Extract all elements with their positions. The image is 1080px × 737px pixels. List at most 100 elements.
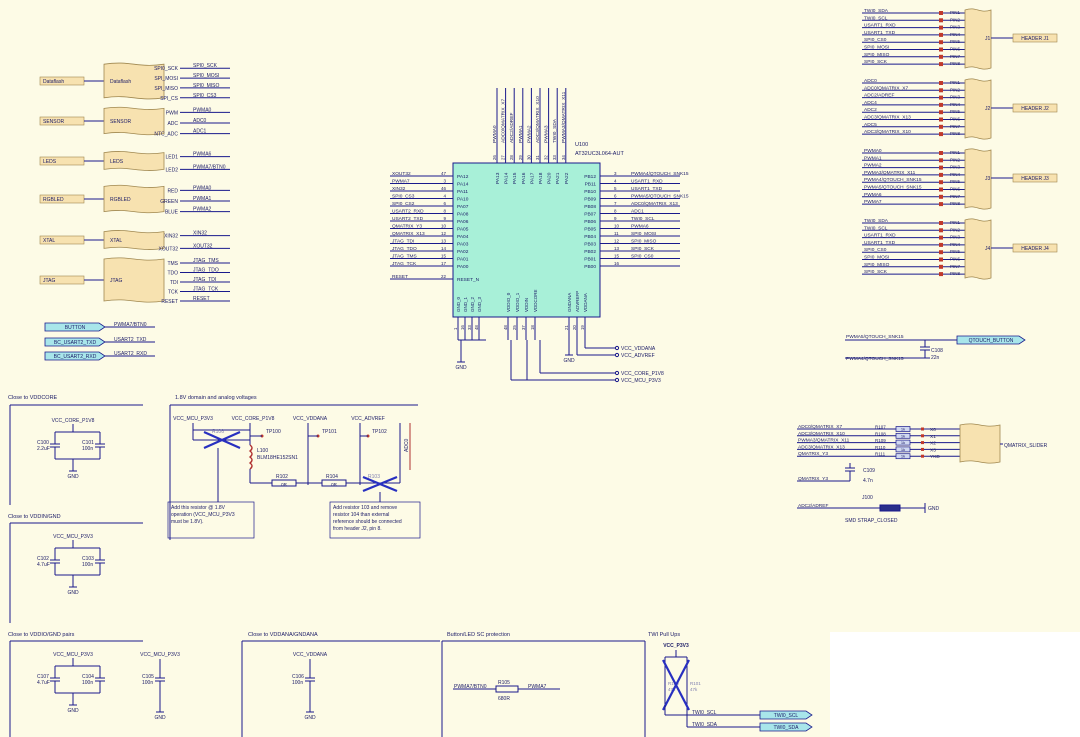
header-net: PWMA2	[864, 163, 882, 169]
qtouch-net: PWMA5/QTOUCH_SNK15	[846, 334, 904, 340]
rail-label: VCC_MCU_P3V3	[140, 652, 180, 658]
mcu-pin-name: PA10	[457, 197, 469, 203]
block-net: SPI0_MISO	[193, 83, 220, 89]
rail-label: VCC_P3V3	[663, 643, 689, 649]
mcu-pin-net: TWI0_SCL	[631, 216, 655, 222]
block-tag-label: JTAG	[43, 278, 56, 284]
mcu-pin-net: ADC1	[631, 209, 644, 215]
resistor-ref: R100	[668, 681, 679, 686]
rail-label: VCC_CORE_P1V8	[52, 418, 95, 424]
slider-pin: X0	[930, 427, 936, 433]
block-net: XIN32	[193, 231, 207, 237]
slider-pin: X1	[930, 434, 936, 440]
mcu-pin-num: 22	[441, 274, 447, 279]
mcu-pin-name: PA15	[512, 172, 518, 184]
resistor-value: 0R	[281, 482, 288, 487]
block-net: SPI0_CS3	[193, 93, 217, 99]
header-pin-marker	[939, 132, 943, 137]
header-pin: PIN6	[950, 117, 961, 122]
header-pin-marker	[939, 117, 943, 122]
mcu-pin-name: PB00	[584, 264, 596, 270]
header-pin-marker	[939, 158, 943, 163]
sheet-symbol	[103, 230, 165, 250]
mcu-pin-net: USART1_TXD	[631, 186, 663, 192]
mcu-pin-name: VDDIN	[524, 298, 529, 312]
mcu-pin-net: SPI0_MISO	[631, 239, 657, 245]
mcu-pin-num: 21	[564, 325, 569, 330]
section-title: TWI Pull Ups	[648, 632, 680, 638]
header-pin: PIN4	[950, 242, 961, 247]
mcu-pin-name: PA18	[538, 172, 544, 184]
section-title: Close to VDDIO/GND pairs	[8, 632, 75, 638]
note-box	[167, 501, 255, 539]
rail-label: VCC_VDDANA	[621, 346, 656, 352]
note-box	[329, 501, 421, 539]
header-pin: PIN4	[950, 172, 961, 177]
slider-res-value: 1k	[901, 433, 905, 438]
mcu-pin-name: GND_1	[463, 296, 468, 312]
mcu-pin-name: ADVREFP	[575, 291, 580, 312]
header-net: ADC3/QMATRIX_X13	[864, 115, 911, 121]
block-net: SPI0_SCK	[193, 63, 218, 69]
mcu-pin-net: TWI0_SDA	[552, 118, 558, 143]
slider-pin: YKD	[930, 454, 940, 460]
note-text: Add this resistor @ 1.8V	[171, 505, 226, 511]
mcu-pin-net: PWMA7	[392, 179, 410, 185]
capacitor-ref: C105	[142, 674, 154, 680]
header-net: USART1_RXD	[864, 23, 896, 29]
rail-terminal	[614, 377, 620, 383]
mcu-pin-net: QMATRIX_Y3	[392, 224, 422, 230]
header-net: ADC0/QMATRIX_X7	[864, 85, 908, 91]
resistor-value: 47k	[668, 687, 676, 692]
header-pin-marker	[939, 110, 943, 115]
mcu-pin-net: PWMA1	[518, 125, 524, 143]
mcu-pin-net: JTAG_TMS	[392, 254, 417, 260]
header-net: ADC3/QMATRIX_X10	[864, 129, 911, 135]
blank-area	[830, 632, 1080, 737]
block-name: Dataflash	[110, 79, 131, 85]
header-pin-marker	[939, 264, 943, 269]
block-tag-label: SENSOR	[43, 119, 65, 125]
ground-label: GND	[67, 474, 79, 480]
decoupling-sections: Close to VDDCOREVCC_CORE_P1V8C1002.2uFC1…	[8, 395, 440, 737]
adc-net: ADC0	[404, 438, 410, 452]
ground-label: GND	[563, 358, 575, 364]
ground-label: GND	[67, 708, 79, 714]
header-pin: PIN1	[950, 10, 961, 15]
block-pin: GREEN	[160, 199, 178, 205]
block-net: RESET	[193, 296, 210, 302]
mcu-pin-name: PB03	[584, 242, 596, 248]
header-pin: PIN7	[950, 124, 961, 129]
net-port-label: TWI0_SDA	[773, 725, 799, 731]
header-net: SPI0_MISO	[864, 262, 890, 268]
mcu-pin-name: PA00	[457, 264, 469, 270]
block-pin: TDI	[170, 280, 178, 286]
slider-res-ref: R110	[875, 445, 886, 450]
mcu-pin-net: XOUT32	[392, 171, 411, 177]
header-net: PWMA4/QTOUCH_SNK15	[864, 177, 922, 183]
header-pin: PIN3	[950, 25, 961, 30]
mcu-pin-name: PA07	[457, 204, 469, 210]
mcu-pin-name: PA16	[521, 172, 527, 184]
block-net: PWMA1	[193, 196, 212, 202]
note-text: reference should be connected	[333, 519, 402, 525]
header-pin: PIN3	[950, 165, 961, 170]
mcu-pin-num: 6	[614, 194, 617, 199]
capacitor-ref: C102	[37, 556, 49, 562]
net-port	[956, 335, 1026, 345]
sheet-symbol	[964, 8, 992, 70]
block-net: PWMA7/BTN0	[193, 164, 226, 170]
capacitor-ref: C106	[292, 674, 304, 680]
header-pin-marker	[939, 165, 943, 170]
header-ref: J2	[985, 106, 991, 112]
mcu-pin-num: 6	[443, 201, 446, 206]
mcu-pin-net: USART2_RXD	[392, 209, 424, 215]
capacitor-ref: C100	[37, 440, 49, 446]
block-net: PWMA6	[193, 152, 212, 158]
mcu-pin-name: PA05	[457, 227, 469, 233]
header-pin-marker	[939, 250, 943, 255]
block-pin: XIN32	[164, 234, 178, 240]
resistor-r105	[495, 685, 519, 693]
